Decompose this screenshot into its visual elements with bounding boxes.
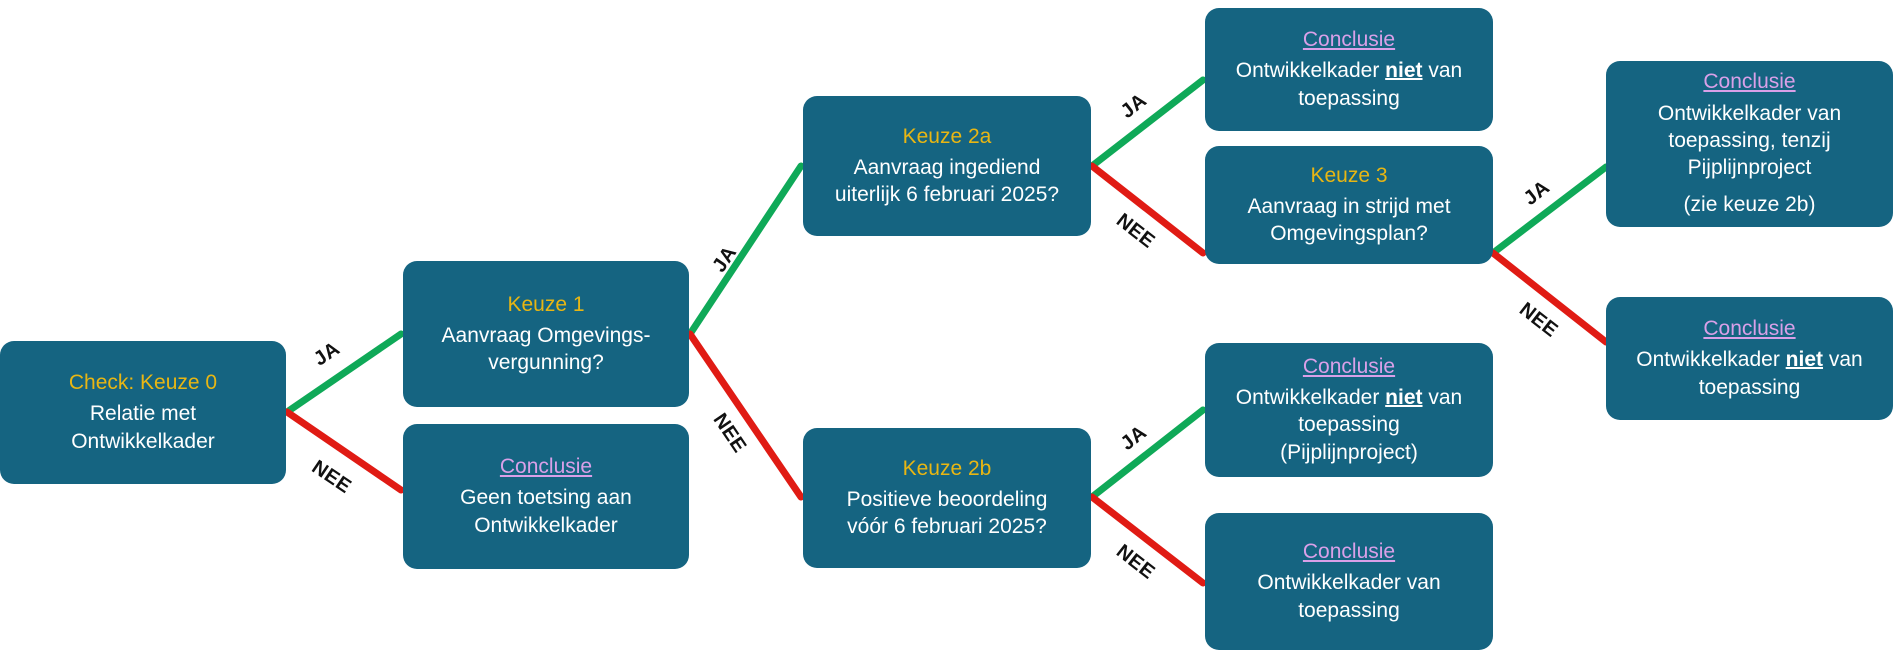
node-conclusie-geen-toetsing[interactable]: Conclusie Geen toetsing aan Ontwikkelkad… <box>403 424 689 569</box>
node-keuze0-body: Relatie met Ontwikkelkader <box>71 402 215 453</box>
node-keuze0-title: Check: Keuze 0 <box>68 371 218 395</box>
node-keuze1[interactable]: Keuze 1 Aanvraag Omgevings- vergunning? <box>403 261 689 407</box>
node-keuze3-body: Aanvraag in strijd met Omgevingsplan? <box>1247 194 1451 246</box>
node-conclusie-van-toepassing-title: Conclusie <box>1302 540 1396 564</box>
node-conclusie-niet-1[interactable]: Conclusie Ontwikkelkader niet van toepas… <box>1205 8 1493 131</box>
edge-keuze1-no <box>686 330 805 501</box>
node-keuze2b-body: Positieve beoordeling vóór 6 februari 20… <box>846 487 1048 539</box>
node-keuze1-body: Aanvraag Omgevings- vergunning? <box>441 323 651 375</box>
node-conclusie-van-toepassing[interactable]: Conclusie Ontwikkelkader van toepassing <box>1205 513 1493 650</box>
node-conclusie-tenzij-body: Ontwikkelkader van toepassing, tenzij Pi… <box>1657 101 1842 180</box>
node-conclusie-niet-1-title: Conclusie <box>1302 28 1396 52</box>
edge-keuze3-no <box>1489 249 1610 346</box>
edge-keuze0-no <box>283 408 405 494</box>
node-keuze2a-title: Keuze 2a <box>902 124 992 148</box>
edge-keuze3-yes <box>1489 163 1610 257</box>
edge-keuze2b-no <box>1088 493 1207 587</box>
node-conclusie-tenzij[interactable]: Conclusie Ontwikkelkader van toepassing,… <box>1606 61 1893 227</box>
node-conclusie-tenzij-extra: (zie keuze 2b) <box>1683 193 1816 217</box>
node-keuze2a-body: Aanvraag ingediend uiterlijk 6 februari … <box>834 155 1060 207</box>
edge-keuze2a-no <box>1088 162 1207 257</box>
node-keuze3-title: Keuze 3 <box>1310 163 1388 187</box>
node-conclusie-geen-toetsing-title: Conclusie <box>499 455 593 479</box>
node-keuze0[interactable]: Check: Keuze 0 Relatie met Ontwikkelkade… <box>0 341 286 484</box>
node-conclusie-niet-2-title: Conclusie <box>1703 317 1796 341</box>
node-conclusie-niet-1-body: Ontwikkelkader niet van toepassing <box>1235 59 1463 110</box>
node-conclusie-niet-pijplijn-body: Ontwikkelkader niet van toepassing(Pijpl… <box>1235 386 1463 464</box>
node-conclusie-tenzij-title: Conclusie <box>1703 70 1796 94</box>
node-keuze1-title: Keuze 1 <box>507 292 585 316</box>
node-conclusie-niet-2[interactable]: Conclusie Ontwikkelkader niet van toepas… <box>1606 297 1893 420</box>
node-conclusie-niet-pijplijn[interactable]: Conclusie Ontwikkelkader niet van toepas… <box>1205 343 1493 477</box>
edge-keuze2b-yes <box>1088 406 1207 501</box>
node-conclusie-van-toepassing-body: Ontwikkelkader van toepassing <box>1257 571 1441 622</box>
node-conclusie-niet-pijplijn-title: Conclusie <box>1302 354 1396 378</box>
node-keuze2a[interactable]: Keuze 2a Aanvraag ingediend uiterlijk 6 … <box>803 96 1091 236</box>
edge-keuze2a-yes <box>1088 76 1207 170</box>
edge-keuze0-yes <box>283 330 405 416</box>
node-keuze3[interactable]: Keuze 3 Aanvraag in strijd met Omgevings… <box>1205 146 1493 264</box>
node-conclusie-geen-toetsing-body: Geen toetsing aan Ontwikkelkader <box>460 486 632 537</box>
node-conclusie-niet-2-body: Ontwikkelkader niet van toepassing <box>1636 348 1863 399</box>
node-keuze2b-title: Keuze 2b <box>902 456 992 480</box>
edge-keuze1-yes <box>686 162 805 338</box>
node-keuze2b[interactable]: Keuze 2b Positieve beoordeling vóór 6 fe… <box>803 428 1091 568</box>
